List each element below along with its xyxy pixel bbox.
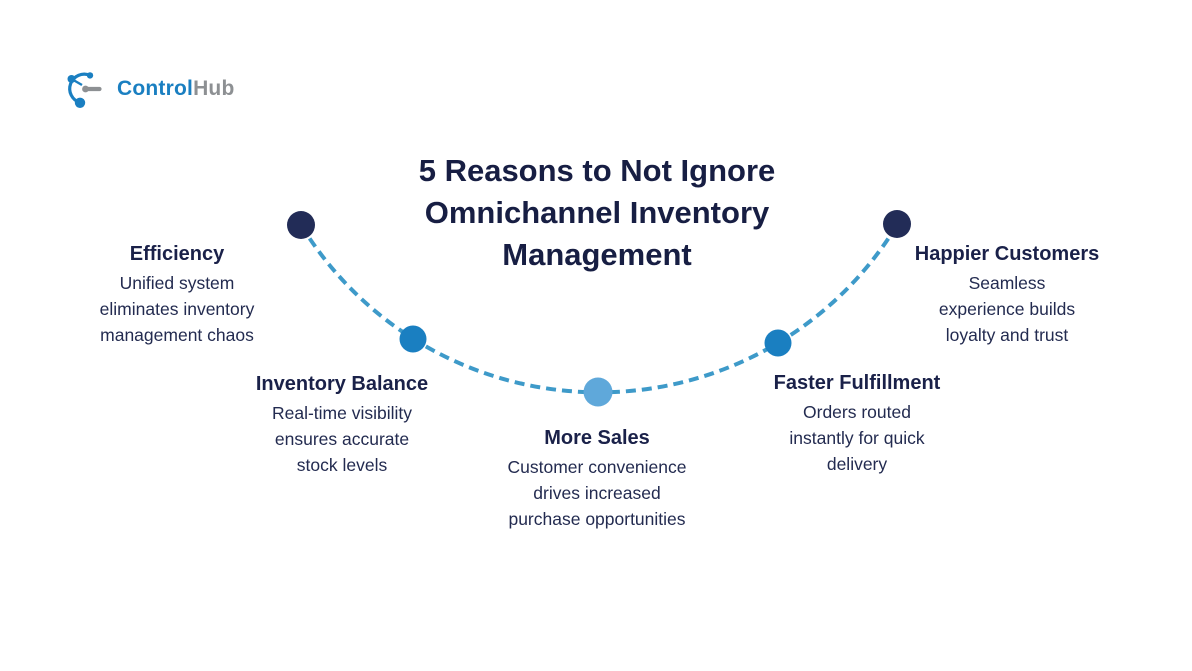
logo-text-secondary: Hub xyxy=(193,77,235,100)
item-description-line: Unified system xyxy=(119,273,235,293)
dot-more-sales xyxy=(583,377,613,407)
item-description-line: delivery xyxy=(826,454,888,474)
item-title: More Sales xyxy=(544,427,650,449)
item-description: Customer convenience drives increased pu… xyxy=(508,454,687,532)
item-faster-fulfillment: Faster Fulfillment Orders routed instant… xyxy=(774,371,941,477)
item-title: Efficiency xyxy=(129,243,225,265)
item-happier-customers: Happier Customers Seamless experience bu… xyxy=(915,242,1100,348)
item-description: Unified system eliminates inventory mana… xyxy=(100,270,255,348)
item-description-line: management chaos xyxy=(100,325,254,345)
item-description: Real-time visibility ensures accurate st… xyxy=(256,400,428,478)
item-description-line: Seamless xyxy=(968,273,1046,293)
item-inventory-balance: Inventory Balance Real-time visibility e… xyxy=(256,372,428,478)
page-title-line-1: 5 Reasons to Not Ignore xyxy=(418,153,776,188)
dot-faster-fulfillment xyxy=(764,329,792,357)
item-description-line: stock levels xyxy=(296,455,388,475)
item-description-line: eliminates inventory xyxy=(99,299,255,319)
item-description-line: experience builds xyxy=(938,299,1076,319)
controlhub-logo: ControlHub xyxy=(62,66,234,112)
item-title: Inventory Balance xyxy=(255,373,429,395)
item-title: Happier Customers xyxy=(914,243,1100,265)
item-description-line: loyalty and trust xyxy=(945,325,1069,345)
item-description: Seamless experience builds loyalty and t… xyxy=(915,270,1100,348)
page-title: 5 Reasons to Not Ignore Omnichannel Inve… xyxy=(277,150,917,276)
item-description-line: purchase opportunities xyxy=(508,509,686,529)
hub-molecule-icon xyxy=(67,72,102,108)
item-description-line: Real-time visibility xyxy=(271,403,413,423)
page-title-line-2: Omnichannel Inventory xyxy=(424,195,770,230)
item-description-line: Customer convenience xyxy=(507,457,687,477)
item-description-line: instantly for quick xyxy=(789,428,925,448)
logo-text-primary: Control xyxy=(117,77,194,100)
item-description-line: ensures accurate xyxy=(274,429,410,449)
page-title-line-3: Management xyxy=(502,237,692,272)
logo-wordmark: ControlHub xyxy=(117,77,234,101)
item-description-line: drives increased xyxy=(533,483,661,503)
item-description: Orders routed instantly for quick delive… xyxy=(774,399,941,477)
item-more-sales: More Sales Customer convenience drives i… xyxy=(508,426,687,532)
item-title: Faster Fulfillment xyxy=(773,372,941,394)
item-description-line: Orders routed xyxy=(803,402,911,422)
item-efficiency: Efficiency Unified system eliminates inv… xyxy=(100,242,255,348)
dot-inventory-balance xyxy=(399,325,427,353)
